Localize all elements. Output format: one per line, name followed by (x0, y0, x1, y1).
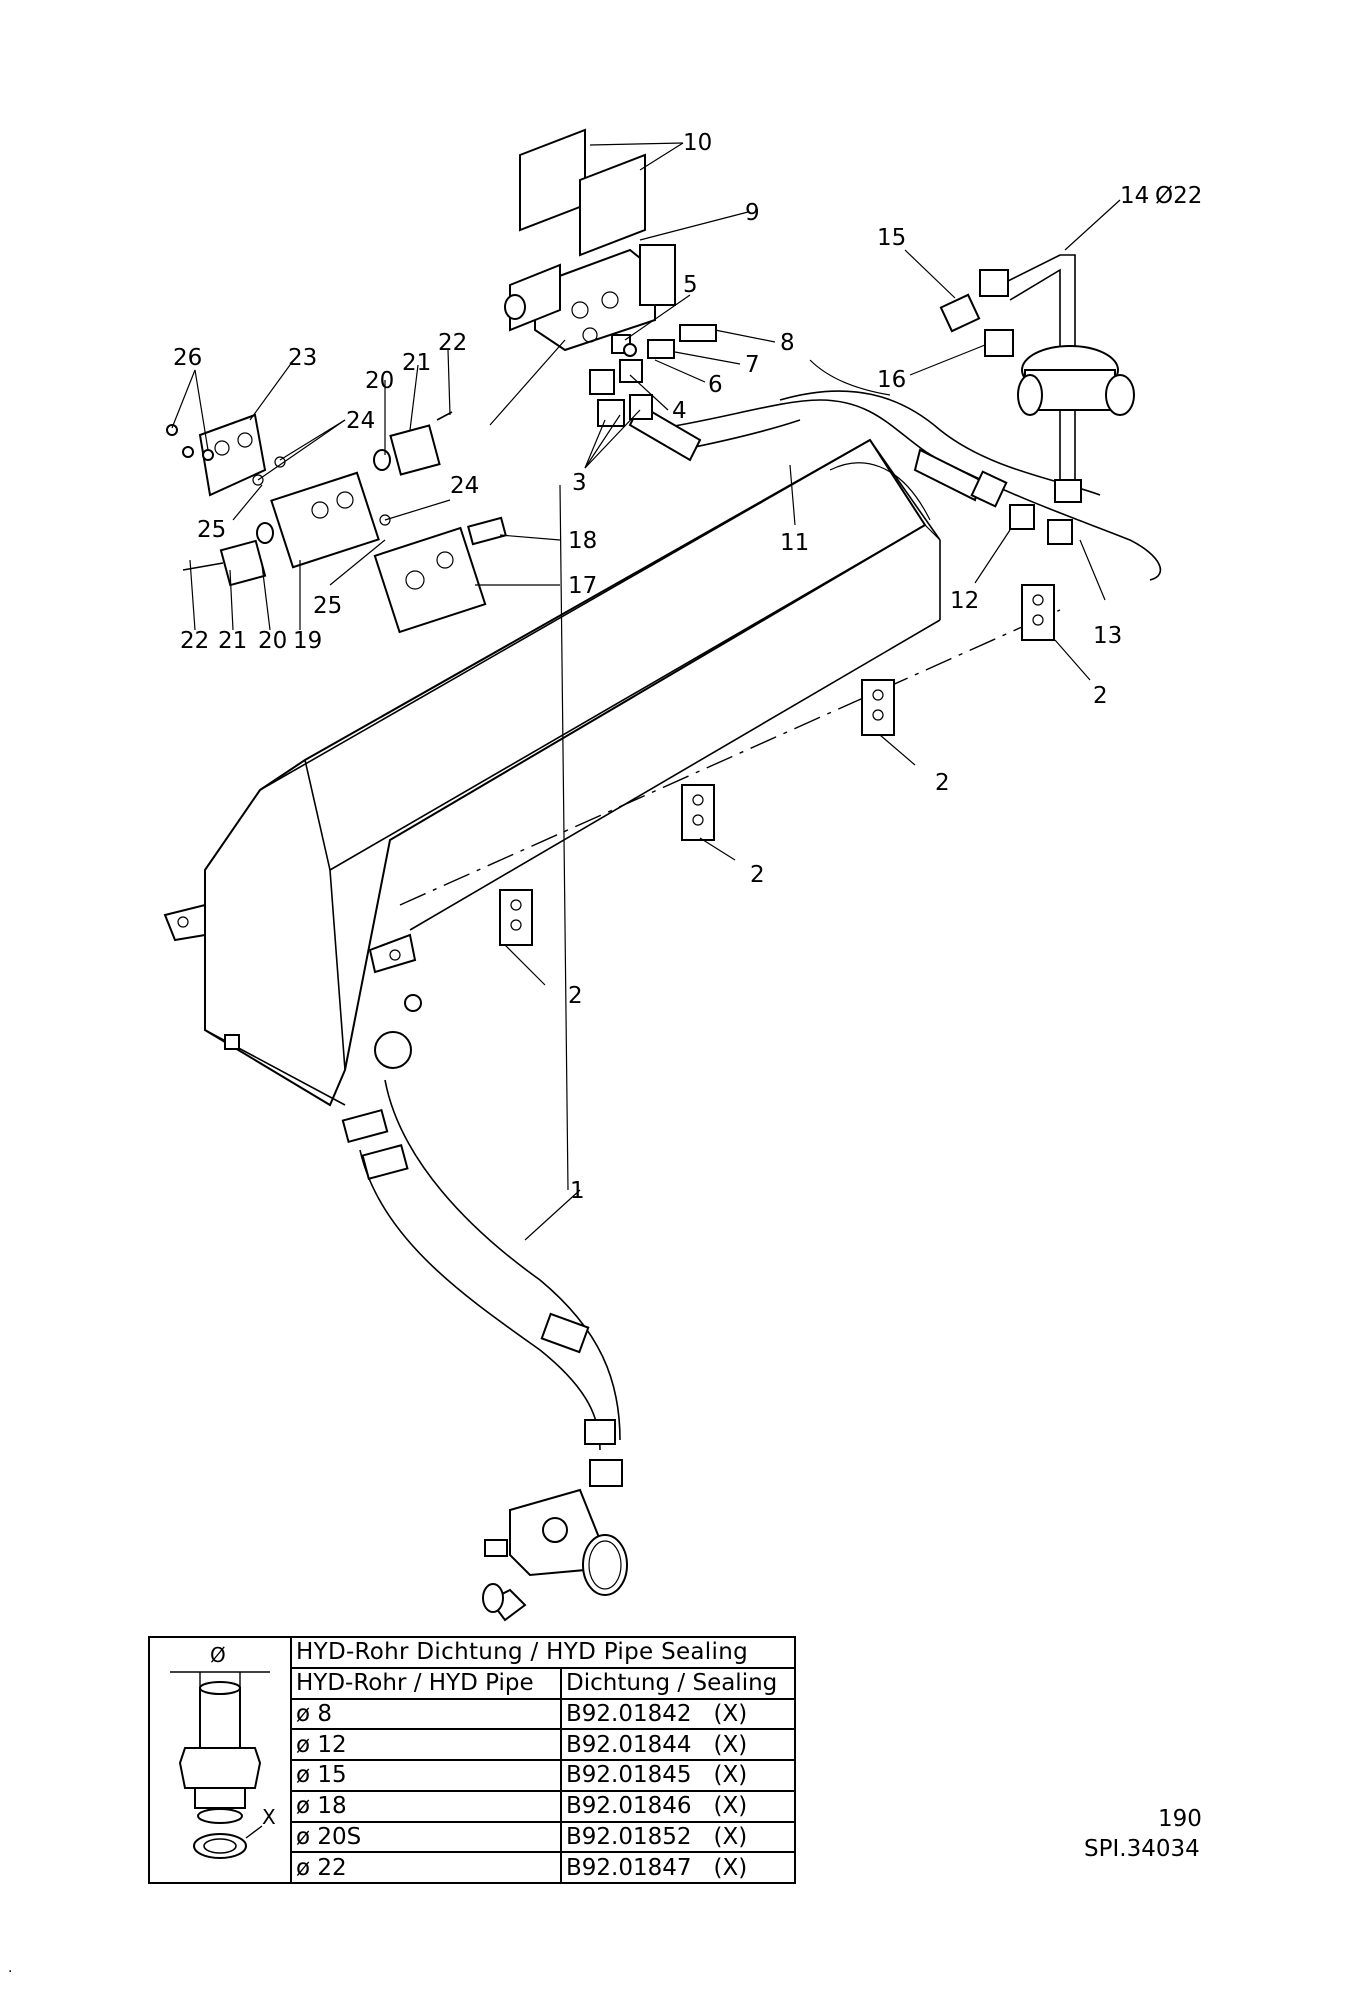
sealing-mark: (X) (713, 1823, 748, 1850)
clamp (499, 889, 533, 946)
sealing-mark: (X) (713, 1762, 748, 1789)
callout-2: 2 (750, 862, 765, 888)
callout-24: 24 (346, 408, 375, 434)
table-row: ø 15 B92.01845 (X) (149, 1759, 796, 1792)
column-header-sealing: Dichtung / Sealing (560, 1666, 796, 1700)
callout-6: 6 (708, 372, 723, 398)
clamp (1021, 584, 1055, 641)
hydraulic-tank (163, 438, 941, 1107)
callout-20: 20 (258, 628, 287, 654)
sealing-mark: (X) (713, 1700, 748, 1727)
table-row: ø 22 B92.01847 (X) (149, 1851, 796, 1884)
callout-22: 22 (180, 628, 209, 654)
sealing-cell: B92.01845 (X) (560, 1759, 796, 1792)
callout-21: 21 (218, 628, 247, 654)
clamp (681, 784, 715, 841)
clamp (861, 679, 895, 736)
callout-25: 25 (197, 517, 226, 543)
sealing-cell: B92.01847 (X) (560, 1851, 796, 1884)
table-row: ø 12 B92.01844 (X) (149, 1728, 796, 1761)
fittings-group (589, 324, 717, 427)
callout-labels: 1 2 2 2 2 3 4 5 6 7 8 9 10 11 12 13 14 Ø… (173, 130, 1202, 1204)
sealing-code: B92.01847 (566, 1854, 692, 1881)
callout-2: 2 (935, 770, 950, 796)
pipe-diameter: ø 12 (290, 1728, 562, 1761)
callout-17: 17 (568, 573, 597, 599)
callout-8: 8 (780, 330, 795, 356)
callout-12: 12 (950, 588, 979, 614)
sealing-code: B92.01846 (566, 1793, 692, 1820)
leader-lines (171, 142, 1121, 1241)
table-title: HYD-Rohr Dichtung / HYD Pipe Sealing (290, 1636, 796, 1669)
callout-11: 11 (780, 530, 809, 556)
pipe-diameter: ø 18 (290, 1789, 562, 1823)
callout-15: 15 (877, 225, 906, 251)
pipe-diameter: ø 22 (290, 1851, 562, 1884)
column-header-pipe: HYD-Rohr / HYD Pipe (290, 1666, 562, 1700)
sealing-cell: B92.01846 (X) (560, 1789, 796, 1823)
table-row: ø 20S B92.01852 (X) (149, 1820, 796, 1854)
callout-4: 4 (672, 398, 687, 424)
sealing-code: B92.01844 (566, 1731, 692, 1758)
callout-20: 20 (365, 368, 394, 394)
callout-2: 2 (568, 983, 583, 1009)
fitting-sketch-icon: Ø X (170, 1643, 276, 1859)
sealing-code: B92.01842 (566, 1700, 692, 1727)
callout-21: 21 (402, 350, 431, 376)
sealing-code: B92.01852 (566, 1823, 692, 1850)
drawing-number: SPI.34034 (1084, 1836, 1200, 1862)
callout-13: 13 (1093, 623, 1122, 649)
callout-10: 10 (683, 130, 712, 156)
pipe-sealing-table: Ø X HYD-Rohr Dichtung / HYD Pipe Sealing… (148, 1636, 796, 1884)
diameter-symbol: Ø (210, 1643, 226, 1667)
sealing-mark: (X) (713, 1854, 748, 1881)
return-filter (939, 254, 1135, 545)
pipe-diameter: ø 20S (290, 1820, 562, 1854)
callout-3: 3 (572, 470, 587, 496)
table-row: ø 18 B92.01846 (X) (149, 1789, 796, 1823)
sealing-mark: (X) (713, 1793, 748, 1820)
sealing-cell: B92.01842 (X) (560, 1697, 796, 1731)
callout-25: 25 (313, 593, 342, 619)
pipe-diameter: ø 15 (290, 1759, 562, 1792)
pipe-diameter: ø 8 (290, 1697, 562, 1731)
edge-mark: . (8, 1960, 13, 1976)
callout-7: 7 (745, 352, 760, 378)
sealing-code: B92.01845 (566, 1762, 692, 1789)
valve-assembly (504, 128, 676, 352)
callout-16: 16 (877, 367, 906, 393)
pipe-clamps (399, 584, 1061, 946)
sealing-cell: B92.01852 (X) (560, 1820, 796, 1854)
fitting-sketch-cell: Ø X (148, 1636, 292, 1884)
callout-14: 14 (1120, 183, 1149, 209)
callout-24: 24 (450, 473, 479, 499)
callout-9: 9 (745, 200, 760, 226)
callout-19: 19 (293, 628, 322, 654)
sealing-mark: (X) (713, 1731, 748, 1758)
sealing-cell: B92.01844 (X) (560, 1728, 796, 1761)
callout-5: 5 (683, 272, 698, 298)
callout-18: 18 (568, 528, 597, 554)
callout-14-diameter: Ø22 (1155, 183, 1202, 209)
table-row: ø 8 B92.01842 (X) (149, 1697, 796, 1731)
solenoid-parts (166, 411, 507, 634)
seal-marker-x: X (262, 1805, 276, 1829)
callout-23: 23 (288, 345, 317, 371)
callout-22: 22 (438, 330, 467, 356)
suction-hose (341, 1079, 623, 1487)
hydraulic-pump (482, 1488, 628, 1622)
callout-26: 26 (173, 345, 202, 371)
page-number: 190 (1158, 1806, 1202, 1832)
callout-2: 2 (1093, 683, 1108, 709)
callout-1: 1 (570, 1178, 585, 1204)
